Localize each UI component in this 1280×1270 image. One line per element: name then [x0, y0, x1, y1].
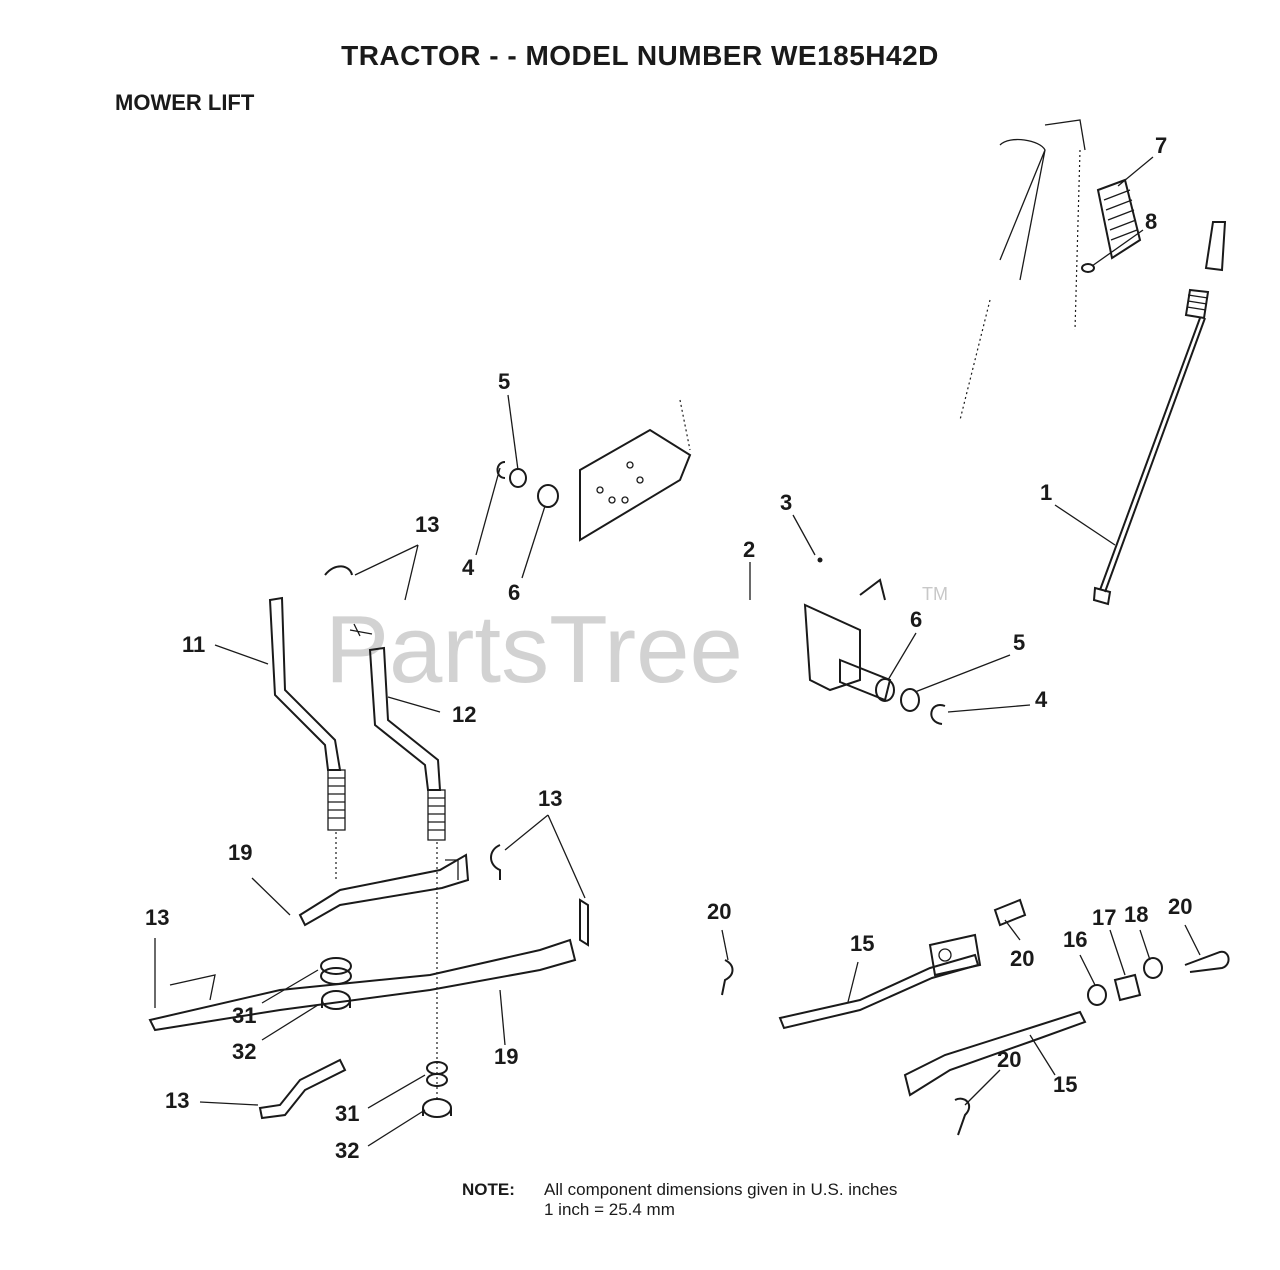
callout-20-left: 20 [707, 899, 731, 924]
callout-11: 11 [182, 632, 205, 657]
part-5-washer-left [509, 468, 527, 488]
callout-17: 17 [1092, 905, 1116, 930]
watermark: PartsTree [325, 596, 743, 703]
part-12-lift-link [368, 646, 446, 1100]
part-17-spacer [1113, 973, 1142, 1002]
callout-32-upper: 32 [232, 1039, 256, 1064]
callout-18: 18 [1124, 902, 1148, 927]
leader-lines [154, 156, 1201, 1147]
callout-31-upper: 31 [232, 1003, 256, 1028]
section-title: MOWER LIFT [115, 90, 255, 115]
callout-6-left: 6 [508, 580, 520, 605]
callout-31-lower: 31 [335, 1101, 359, 1126]
part-4-clip-right [930, 703, 946, 725]
callout-20-lower: 20 [997, 1047, 1021, 1072]
part-18-washer [1143, 957, 1163, 979]
callout-20-center: 20 [1010, 946, 1034, 971]
part-8-ring [1081, 263, 1095, 273]
part-13-clip-upper [324, 565, 373, 637]
lift-bracket [579, 428, 692, 542]
part-15-lever-arm [778, 933, 1087, 1097]
part-4-clip-left [496, 461, 506, 479]
callout-19-upper: 19 [228, 840, 252, 865]
part-32-nut-lower [422, 1098, 452, 1118]
part-6-bushing-right [875, 678, 895, 702]
callout-13-left: 13 [145, 905, 169, 930]
callout-13-lower: 13 [165, 1088, 189, 1113]
callout-5-left: 5 [498, 369, 510, 394]
part-7-handle-grip [1096, 178, 1142, 260]
part-13-clip-mid [490, 844, 501, 880]
watermark-tm: TM [922, 584, 948, 604]
callout-2: 2 [743, 537, 755, 562]
callout-13-mid: 13 [538, 786, 562, 811]
part-13-lever-lower [258, 1058, 347, 1120]
part-20-pin-right [1184, 950, 1230, 973]
callout-15-upper: 15 [850, 931, 874, 956]
callout-3: 3 [780, 490, 792, 515]
callout-19-lower: 19 [494, 1044, 518, 1069]
callout-16: 16 [1063, 927, 1087, 952]
part-2-lift-shaft [803, 557, 892, 702]
callout-13-upper: 13 [415, 512, 439, 537]
part-19-rod-upper [298, 853, 470, 927]
part-1-lift-rod [1092, 221, 1227, 606]
callout-8: 8 [1145, 209, 1157, 234]
part-19-rod-lower [148, 938, 577, 1032]
callout-4-left: 4 [462, 555, 475, 580]
note-line-2: 1 inch = 25.4 mm [544, 1200, 675, 1219]
part-31-spacer-lower [426, 1061, 448, 1087]
note-line-1: All component dimensions given in U.S. i… [544, 1180, 898, 1199]
part-20-pin-left [721, 959, 734, 996]
part-31-spacer-upper [320, 957, 352, 985]
part-6-bushing-left [537, 484, 559, 508]
page-title: TRACTOR - - MODEL NUMBER WE185H42D [341, 40, 939, 71]
callout-7: 7 [1155, 133, 1167, 158]
part-32-nut-upper [321, 990, 351, 1010]
callout-4-right: 4 [1035, 687, 1048, 712]
callout-20-right: 20 [1168, 894, 1192, 919]
part-5-washer-right [900, 688, 920, 712]
part-20-pin-center [993, 898, 1027, 927]
callout-5-right: 5 [1013, 630, 1025, 655]
part-16-washer [1087, 984, 1107, 1006]
part-20-pin-lower [954, 1097, 971, 1136]
fender-outline [679, 119, 1086, 451]
callout-15-lower: 15 [1053, 1072, 1077, 1097]
dimension-note: NOTE: All component dimensions given in U… [462, 1180, 897, 1220]
callout-6-right: 6 [910, 607, 922, 632]
callout-1: 1 [1040, 480, 1052, 505]
note-label: NOTE: [462, 1180, 515, 1199]
callout-12: 12 [452, 702, 476, 727]
callout-32-lower: 32 [335, 1138, 359, 1163]
part-11-lift-link [268, 596, 346, 880]
part-13-pin-right [579, 898, 589, 947]
